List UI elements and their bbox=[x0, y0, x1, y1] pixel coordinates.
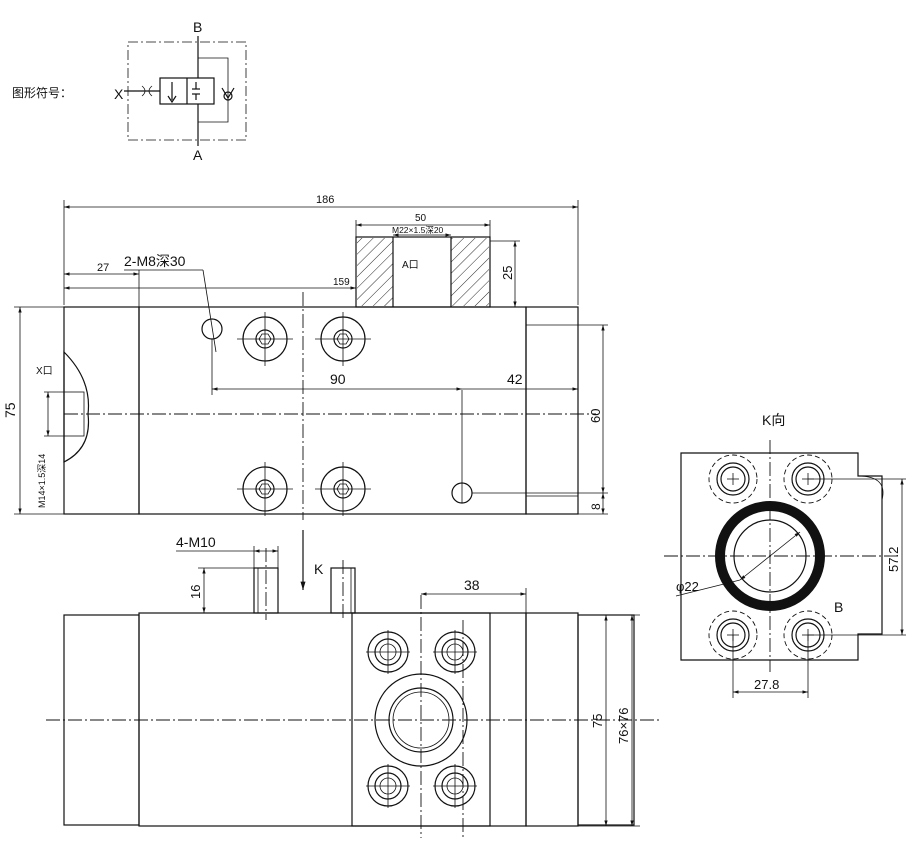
dim-159: 159 bbox=[333, 277, 350, 288]
front-main-body bbox=[138, 306, 527, 515]
dim-50: 50 bbox=[415, 213, 427, 224]
stud-1 bbox=[253, 567, 279, 614]
symbol-label: 图形符号： bbox=[12, 85, 72, 100]
front-right-flange bbox=[525, 306, 579, 515]
symbol-port-a: A bbox=[193, 147, 203, 163]
bottom-view: 4-M10 16 K 38 bbox=[46, 530, 660, 838]
k-view-outline bbox=[680, 452, 883, 661]
symbol-orifice bbox=[141, 85, 153, 97]
dim-38: 38 bbox=[464, 577, 480, 593]
hydraulic-symbol: 图形符号： B A X bbox=[12, 19, 247, 163]
dim-57: 57.2 bbox=[886, 547, 901, 572]
dim-75-front: 75 bbox=[2, 402, 18, 418]
a-port-label: A口 bbox=[402, 260, 419, 271]
symbol-port-x: X bbox=[114, 86, 124, 102]
bottom-bolt-3 bbox=[366, 764, 410, 808]
front-bolt-2 bbox=[315, 312, 371, 366]
k-view: K向 φ22 bbox=[664, 412, 906, 698]
dim-16: 16 bbox=[188, 585, 203, 599]
front-bolt-1 bbox=[237, 312, 293, 366]
bottom-right-flange bbox=[525, 612, 579, 827]
x-port-section bbox=[63, 350, 90, 463]
front-bolt-3 bbox=[237, 462, 293, 516]
dim-76: 76×76 bbox=[616, 707, 631, 744]
dim-27-8: 27.8 bbox=[754, 677, 779, 692]
dim-phi22: φ22 bbox=[676, 579, 699, 594]
bottom-bolt-1 bbox=[366, 630, 410, 674]
symbol-port-b: B bbox=[193, 19, 202, 35]
x-port-thread: M14×1.5深14 bbox=[37, 454, 47, 508]
k-center-oring bbox=[715, 501, 825, 611]
symbol-check-valve bbox=[221, 87, 235, 100]
a-port-thread: M22×1.5深20 bbox=[392, 225, 444, 235]
symbol-check-ball bbox=[223, 91, 233, 101]
mount-holes-leader bbox=[202, 269, 217, 353]
a-port-hatch-right bbox=[451, 238, 489, 306]
bottom-center-port-bore bbox=[388, 687, 454, 753]
k-view-corner bbox=[857, 475, 884, 501]
bottom-main-body bbox=[138, 612, 527, 827]
front-view: 186 A口 50 M22×1.5深20 25 27 159 bbox=[2, 194, 608, 520]
dim-60: 60 bbox=[588, 409, 603, 423]
x-port-bore bbox=[63, 391, 85, 437]
dim-27: 27 bbox=[97, 262, 109, 274]
dim-75-bottom: 75 bbox=[590, 714, 605, 728]
k-port-b: B bbox=[834, 599, 843, 615]
k-view-title: K向 bbox=[762, 412, 785, 428]
a-port-hatch-left bbox=[357, 238, 393, 306]
bottom-center-port-outer bbox=[374, 673, 468, 767]
symbol-flow-arrowhead bbox=[167, 95, 177, 104]
dim-42: 42 bbox=[507, 371, 523, 387]
front-end-cap bbox=[63, 306, 140, 515]
dim-25: 25 bbox=[500, 266, 515, 280]
x-port-label: X口 bbox=[36, 366, 53, 377]
k-center-bore bbox=[733, 519, 807, 593]
bottom-bolt-2 bbox=[433, 630, 477, 674]
dim-90: 90 bbox=[330, 371, 346, 387]
symbol-bypass-line bbox=[198, 57, 229, 123]
bottom-center-port-inner bbox=[392, 691, 450, 749]
bolts-label: 4-M10 bbox=[176, 534, 216, 550]
dim-8: 8 bbox=[589, 503, 603, 510]
mount-holes-label: 2-M8深30 bbox=[124, 253, 186, 269]
dim-186: 186 bbox=[316, 194, 334, 206]
k-bolt-1 bbox=[708, 454, 758, 504]
dim-line-phi22 bbox=[739, 531, 801, 581]
k-view-label: K bbox=[314, 561, 324, 577]
phi22-leader bbox=[675, 579, 741, 597]
bottom-bolt-4 bbox=[433, 764, 477, 808]
front-bolt-4 bbox=[315, 462, 371, 516]
a-port-block bbox=[355, 236, 491, 308]
